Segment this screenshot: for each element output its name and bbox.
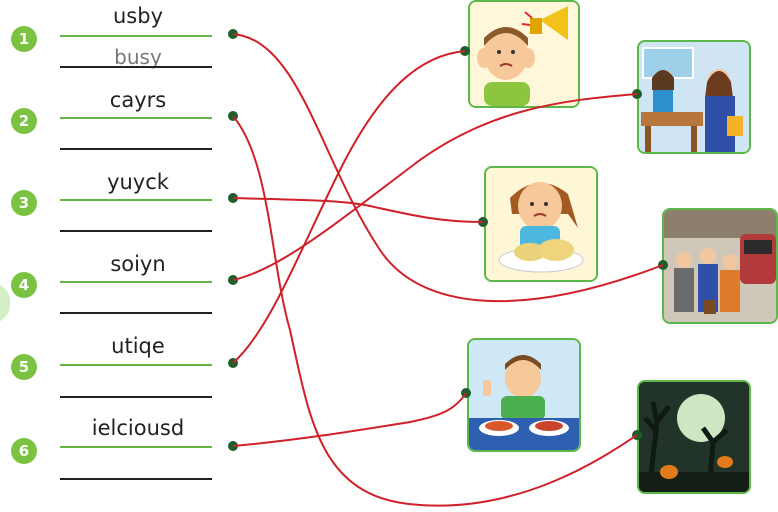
answer-line-5 [60, 364, 212, 366]
number-badge-6: 6 [11, 438, 37, 464]
connector-dot-word-5[interactable] [228, 358, 238, 368]
boy-eating-picture[interactable] [467, 338, 581, 452]
connector-dot-picture-6[interactable] [632, 430, 642, 440]
scrambled-word-2: cayrs [109, 88, 167, 112]
answer-text-1[interactable]: busy [114, 45, 162, 69]
busy-station-picture[interactable] [662, 208, 778, 324]
connector-dot-word-1[interactable] [228, 29, 238, 39]
classroom-picture[interactable] [637, 40, 751, 154]
boy-covering-ears-picture[interactable] [468, 0, 580, 108]
connector-dot-word-2[interactable] [228, 111, 238, 121]
connector-line-6 [232, 392, 467, 447]
connector-dot-picture-1[interactable] [460, 46, 470, 56]
number-badge-5: 5 [11, 354, 37, 380]
scrambled-word-4: soiyn [110, 252, 166, 276]
scrambled-word-1: usby [112, 4, 163, 28]
connector-dot-picture-5[interactable] [461, 388, 471, 398]
connector-line-5 [232, 50, 466, 364]
answer-line-1 [60, 35, 212, 37]
connector-dot-word-3[interactable] [228, 193, 238, 203]
number-badge-3: 3 [11, 190, 37, 216]
scary-night-picture[interactable] [637, 380, 751, 494]
writing-line-6 [60, 478, 212, 480]
classroom-illustration [639, 42, 749, 152]
busy-station-illustration [664, 210, 776, 322]
answer-line-3 [60, 199, 212, 201]
writing-line-4 [60, 312, 212, 314]
boy-eating-illustration [469, 340, 579, 450]
answer-line-2 [60, 117, 212, 119]
writing-line-2 [60, 148, 212, 150]
writing-line-1 [60, 66, 212, 68]
answer-line-4 [60, 281, 212, 283]
writing-line-3 [60, 230, 212, 232]
scary-night-illustration [639, 382, 749, 492]
scrambled-word-3: yuyck [107, 170, 169, 194]
girl-with-food-picture[interactable] [484, 166, 598, 282]
number-badge-2: 2 [11, 108, 37, 134]
writing-line-5 [60, 396, 212, 398]
number-badge-1: 1 [11, 26, 37, 52]
boy-covering-ears-illustration [470, 2, 578, 106]
connector-line-3 [232, 197, 484, 223]
connector-dot-word-6[interactable] [228, 441, 238, 451]
connector-dot-word-4[interactable] [228, 275, 238, 285]
connector-line-1 [232, 33, 664, 303]
number-badge-4: 4 [11, 272, 37, 298]
connector-dot-picture-4[interactable] [658, 260, 668, 270]
side-tab [0, 283, 10, 323]
scrambled-word-6: ielciousd [91, 416, 185, 440]
answer-line-6 [60, 446, 212, 448]
connector-dot-picture-3[interactable] [478, 217, 488, 227]
scrambled-word-5: utiqe [111, 334, 165, 358]
connector-dot-picture-2[interactable] [632, 89, 642, 99]
girl-with-food-illustration [486, 168, 596, 280]
